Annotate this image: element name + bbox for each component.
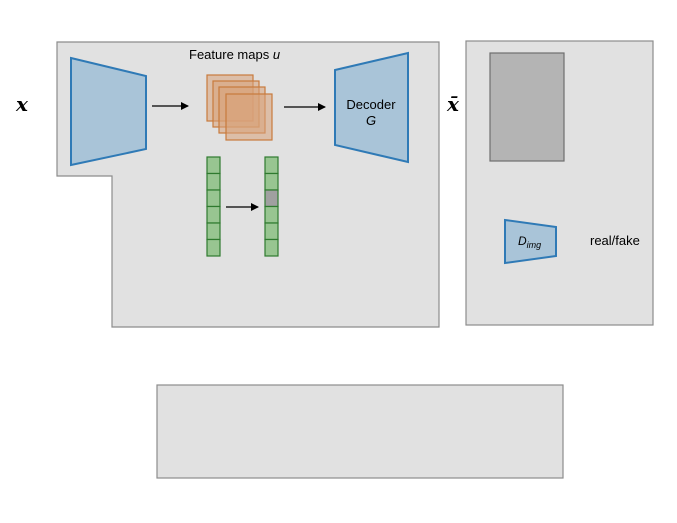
output-image bbox=[489, 52, 565, 162]
input-symbol: x bbox=[15, 92, 29, 116]
discriminator-label: Dimg bbox=[518, 234, 541, 250]
feature-maps-label: Feature maps u bbox=[189, 47, 280, 62]
vector-cell bbox=[206, 156, 221, 175]
vector-cell bbox=[264, 156, 279, 175]
real-fake-label: real/fake bbox=[590, 233, 640, 248]
vector-cell bbox=[264, 205, 279, 224]
feature-vector-masked bbox=[264, 156, 279, 257]
decoder-trapezoid bbox=[334, 51, 409, 164]
discriminator-trapezoid bbox=[504, 218, 557, 265]
encoder-trapezoid bbox=[70, 56, 147, 167]
vector-cell bbox=[206, 189, 221, 208]
output-symbol: x̄ bbox=[446, 92, 460, 116]
vector-cell bbox=[206, 172, 221, 191]
vector-cell bbox=[206, 205, 221, 224]
feature-map-stack bbox=[206, 74, 273, 141]
vector-cell bbox=[206, 238, 221, 257]
feature-map bbox=[225, 93, 273, 141]
masked-vector-cell bbox=[264, 189, 279, 208]
vector-cell bbox=[206, 222, 221, 241]
vector-cell bbox=[264, 222, 279, 241]
feature-vector-input bbox=[206, 156, 221, 257]
bottom-panel bbox=[156, 384, 564, 479]
decoder-label: Decoder bbox=[346, 97, 396, 112]
vector-cell bbox=[264, 172, 279, 191]
vector-cell bbox=[264, 238, 279, 257]
decoder-symbol: G bbox=[366, 113, 376, 128]
